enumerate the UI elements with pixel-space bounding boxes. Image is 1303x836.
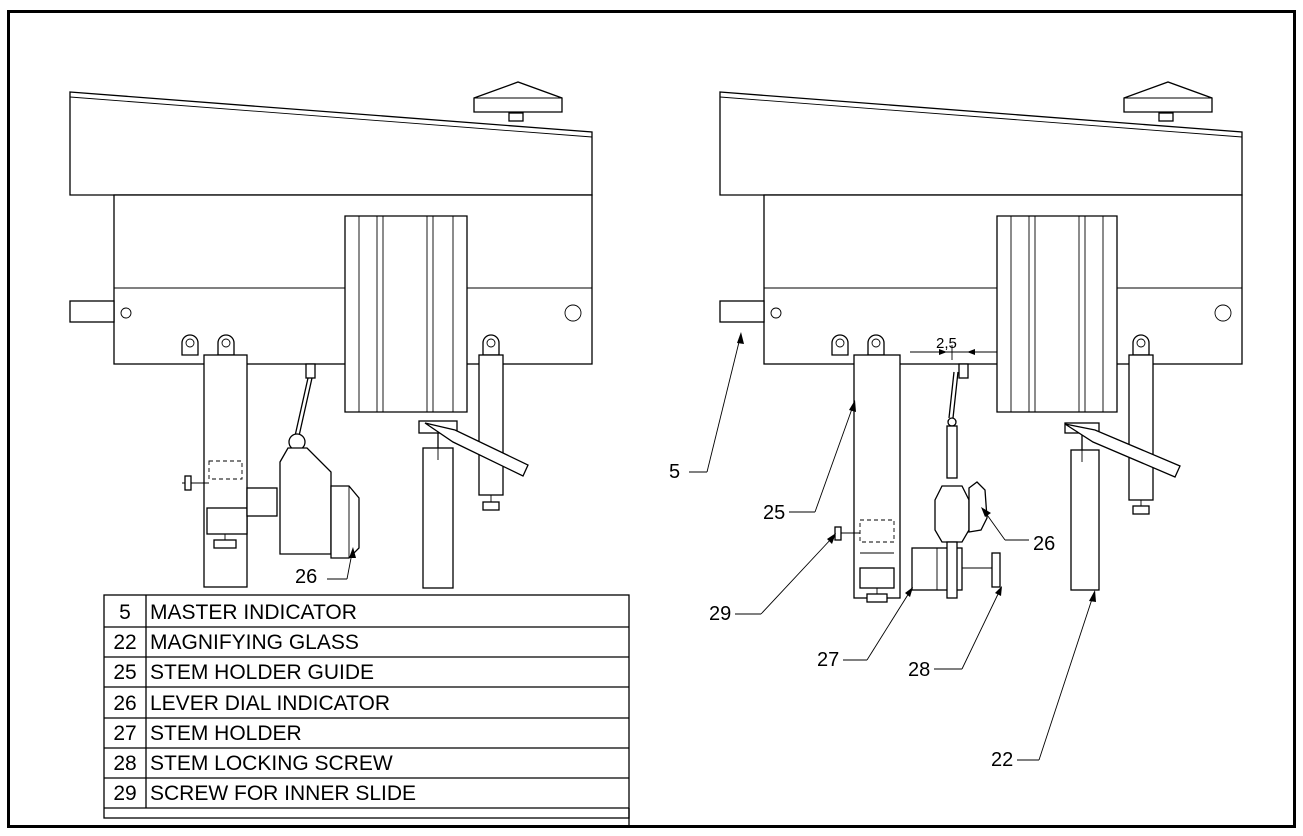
left-knob	[473, 81, 563, 122]
part-number: 25	[113, 661, 136, 684]
left-drum	[344, 215, 468, 413]
left-callout-26: 26	[295, 566, 317, 588]
part-name: MASTER INDICATOR	[150, 601, 357, 624]
right-callout-26: 26	[1033, 533, 1055, 555]
dimension-2-5: 2,5	[910, 335, 997, 360]
right-knob	[1123, 81, 1213, 122]
part-name: STEM LOCKING SCREW	[150, 752, 393, 775]
part-number: 27	[113, 722, 136, 745]
right-callout-25: 25	[763, 502, 785, 524]
right-callout-22: 22	[991, 749, 1013, 771]
dimension-label: 2,5	[936, 335, 957, 352]
right-callout-5: 5	[669, 461, 680, 483]
part-number: 22	[113, 631, 136, 654]
part-name: STEM HOLDER	[150, 722, 302, 745]
table-row: 27 STEM HOLDER	[113, 722, 301, 745]
table-row: 28 STEM LOCKING SCREW	[113, 752, 393, 775]
part-name: MAGNIFYING GLASS	[150, 631, 359, 654]
right-view: 2,5 5 25 26 29 27	[669, 81, 1243, 771]
part-number: 5	[119, 601, 131, 624]
parts-table: 5 MASTER INDICATOR 22 MAGNIFYING GLASS 2…	[103, 594, 630, 828]
right-callout-27: 27	[817, 649, 839, 671]
table-row: 5 MASTER INDICATOR	[119, 601, 357, 624]
part-number: 28	[113, 752, 136, 775]
part-number: 29	[113, 782, 136, 805]
table-row: 29 SCREW FOR INNER SLIDE	[113, 782, 416, 805]
right-callout-28: 28	[908, 659, 930, 681]
right-lever-indicator	[934, 363, 988, 599]
part-name: LEVER DIAL INDICATOR	[150, 692, 390, 715]
part-number: 26	[113, 692, 136, 715]
table-row: 26 LEVER DIAL INDICATOR	[113, 692, 390, 715]
table-row: 22 MAGNIFYING GLASS	[113, 631, 359, 654]
left-view: 26	[69, 81, 593, 589]
left-lever-indicator	[279, 363, 360, 559]
table-row: 25 STEM HOLDER GUIDE	[113, 661, 374, 684]
drawing-frame: 26 5 MASTER INDICATOR 22 MAGNIFYING GLAS…	[7, 10, 1296, 828]
right-callout-29: 29	[709, 603, 731, 625]
part-name: SCREW FOR INNER SLIDE	[150, 782, 416, 805]
part-name: STEM HOLDER GUIDE	[150, 661, 374, 684]
right-drum	[996, 215, 1118, 413]
